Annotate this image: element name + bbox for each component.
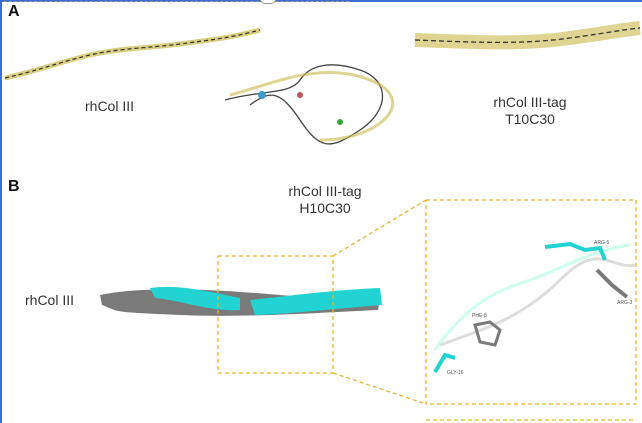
rhcol-iii-label-b: rhCol III: [25, 292, 75, 308]
phe8-residue: [473, 320, 502, 347]
folded-structure: [224, 64, 384, 145]
gly16-residue: [433, 352, 456, 374]
rhcol-iii-strand-a: [4, 27, 261, 81]
detail-box: [425, 199, 637, 405]
cyan-surface: [150, 286, 382, 315]
panel-a-label: A: [8, 3, 20, 20]
residue-label: ARG-3: [617, 300, 633, 306]
top-dashed-edge: [4, 1, 349, 2]
panel-b-label: B: [8, 178, 20, 195]
label-line1: rhCol III-tag: [288, 183, 362, 199]
label-line2: T10C30: [505, 111, 555, 127]
zoom-region-box: [217, 255, 334, 374]
rhcol-tag-label-a: rhCol III-tag T10C30: [480, 94, 580, 128]
rhcol-tag-strand-a: [414, 21, 641, 50]
residue-label: PHE-8: [472, 313, 487, 319]
rhcol-iii-label-a: rhCol III: [85, 98, 135, 114]
arg3-residue: [595, 268, 629, 299]
arg5-residue: [544, 241, 607, 261]
residue-label: GLY-16: [447, 370, 464, 376]
label-line2: H10C30: [299, 200, 351, 216]
residue-label: ARG-5: [594, 240, 610, 246]
label-line1: rhCol III-tag: [493, 94, 567, 110]
rhcol-tag-label-b: rhCol III-tag H10C30: [270, 183, 380, 217]
